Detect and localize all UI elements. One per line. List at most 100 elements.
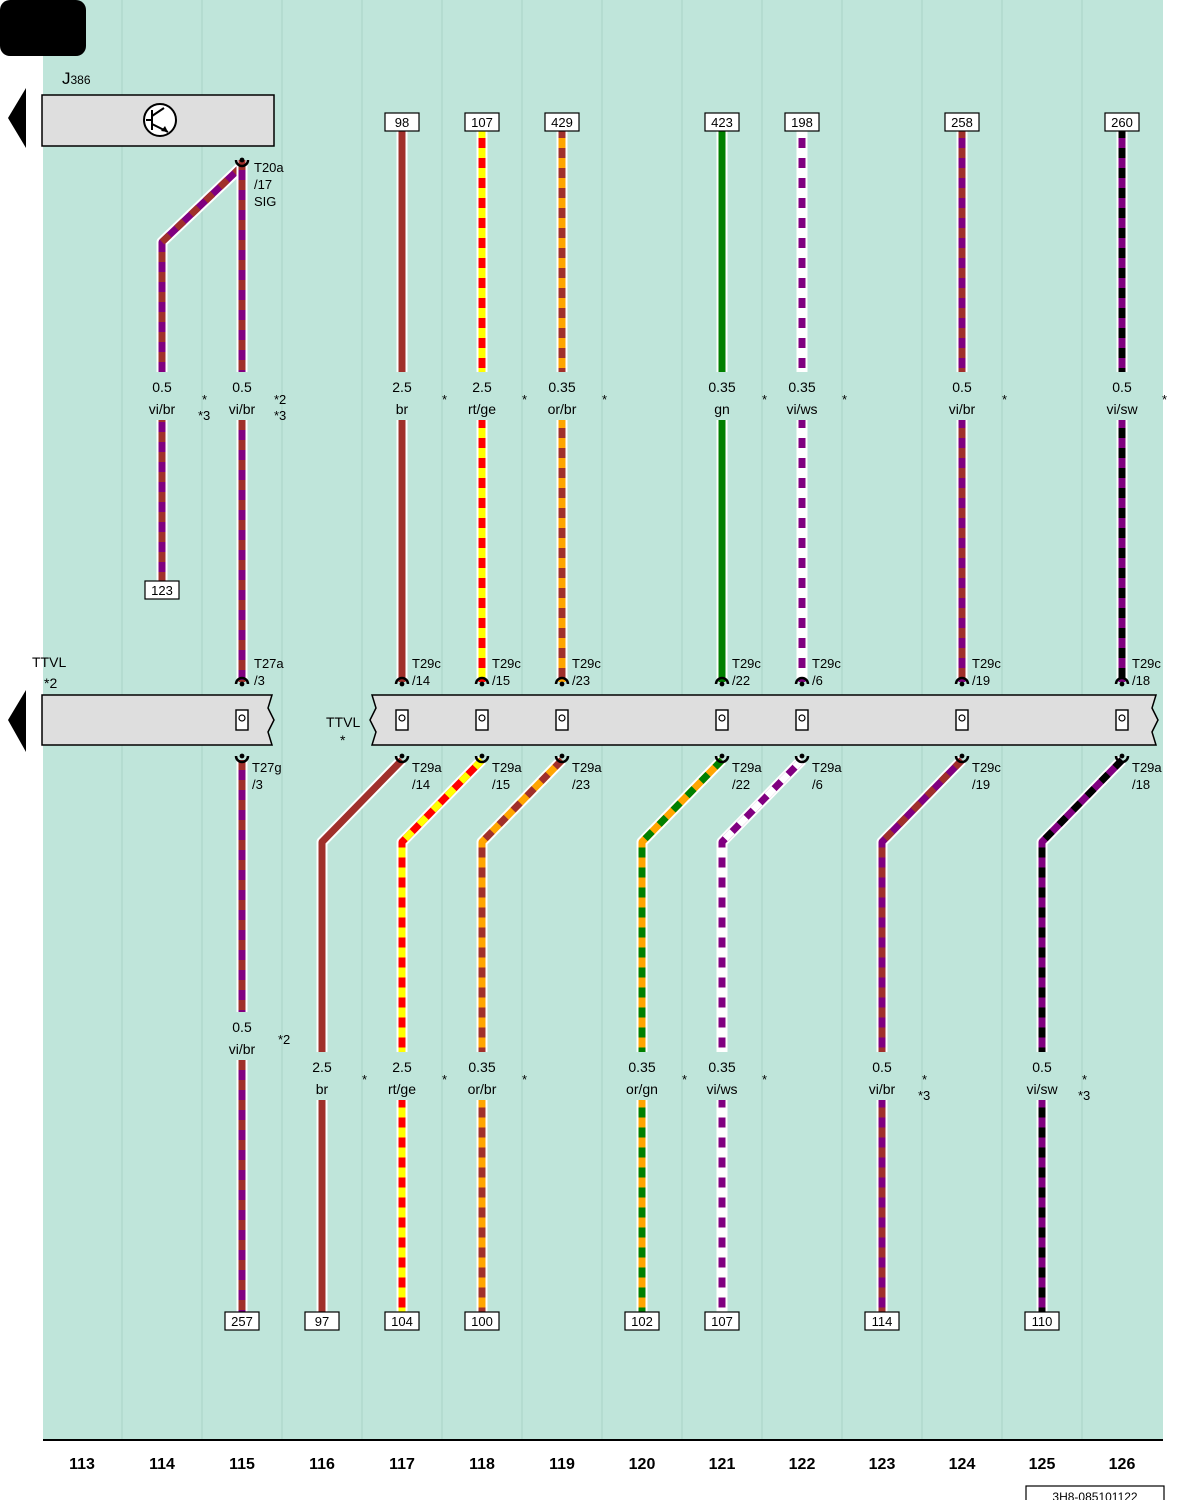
wire-lower-125[interactable] [1036, 756, 1126, 1312]
column-number: 120 [629, 1456, 656, 1473]
label-gap [458, 1052, 506, 1100]
wire-lower-123[interactable] [876, 756, 966, 1312]
wire-color-code: or/br [468, 1081, 497, 1097]
wire-note: * [1082, 1072, 1087, 1087]
wire-note: * [1002, 392, 1007, 407]
wire-color-code: vi/sw [1026, 1081, 1058, 1097]
reference-box[interactable] [704, 112, 740, 132]
page-ref-arrow-bottom[interactable] [8, 690, 26, 752]
wire-color-code: or/br [548, 401, 577, 417]
pin-label: T27a [254, 656, 284, 671]
terminal-icon [235, 709, 249, 731]
pin-label: /15 [492, 673, 510, 688]
terminal-socket [1118, 714, 1126, 722]
pin-contact-icon [954, 755, 970, 764]
reference-box[interactable] [464, 1311, 500, 1331]
wire-size: 0.5 [232, 379, 252, 395]
pin-label: /6 [812, 777, 823, 792]
pin-contact-icon [234, 159, 250, 168]
wire-upper-114[interactable] [156, 162, 246, 582]
pin-label: /22 [732, 673, 750, 688]
wire-size: 2.5 [312, 1059, 332, 1075]
wire-lower-117[interactable] [396, 756, 486, 1312]
reference-box[interactable] [384, 1311, 420, 1331]
wire-note: * [362, 1072, 367, 1087]
reference-box[interactable] [624, 1311, 660, 1331]
wire-note: *3 [274, 408, 286, 423]
pin-dot [719, 681, 725, 687]
pin-dot [239, 157, 245, 163]
reference-box[interactable] [1024, 1311, 1060, 1331]
document-id-box [1025, 1485, 1165, 1500]
terminal-icon [555, 709, 569, 731]
pin-label: /17 [254, 177, 272, 192]
wire-color-code: br [316, 1081, 329, 1097]
label-gap [458, 372, 506, 420]
pin-dot [959, 681, 965, 687]
label-gap [858, 1052, 906, 1100]
pin-dot [1119, 753, 1125, 759]
pin-contact-icon [794, 755, 810, 764]
reference-box[interactable] [544, 112, 580, 132]
reference-number: 257 [231, 1314, 253, 1329]
wire-lower-116[interactable] [316, 756, 406, 1312]
document-id: 3H8-085101122 [1052, 1490, 1138, 1500]
label-gap [298, 1052, 346, 1100]
wire-size: 0.35 [708, 379, 735, 395]
pin-dot [719, 753, 725, 759]
wire-size: 0.5 [952, 379, 972, 395]
pin-label: T29c [572, 656, 601, 671]
wire-size: 0.5 [232, 1019, 252, 1035]
wire-lower-120[interactable] [636, 756, 726, 1312]
connector-right-housing[interactable] [369, 694, 1159, 746]
wire-note: * [202, 392, 207, 407]
wire-stripe [718, 757, 805, 1312]
pin-label: T29c [732, 656, 761, 671]
pin-label: T29c [1132, 656, 1161, 671]
reference-box[interactable] [464, 112, 500, 132]
pin-contact-icon [234, 676, 250, 685]
wire-note: * [762, 392, 767, 407]
column-number: 114 [149, 1456, 175, 1473]
reference-box[interactable] [304, 1311, 340, 1331]
label-gap [218, 372, 266, 420]
wire-color-code: vi/ws [706, 1081, 737, 1097]
wire-note: * [442, 1072, 447, 1087]
wire-note: * [522, 1072, 527, 1087]
reference-box[interactable] [224, 1311, 260, 1331]
wire-size: 2.5 [392, 1059, 412, 1075]
wire-color-code: vi/ws [786, 401, 817, 417]
pin-label: T29c [972, 656, 1001, 671]
reference-box[interactable] [784, 112, 820, 132]
wire-color-code: rt/ge [388, 1081, 416, 1097]
pin-dot [559, 753, 565, 759]
pin-contact-icon [1114, 755, 1130, 764]
reference-box[interactable] [864, 1311, 900, 1331]
reference-box[interactable] [144, 580, 180, 600]
wire-note: * [602, 392, 607, 407]
column-number: 123 [869, 1456, 896, 1473]
wire-stripe [1038, 757, 1125, 1312]
wire-color-code: vi/sw [1106, 401, 1138, 417]
connector-left-housing[interactable] [41, 694, 275, 746]
pin-label: /23 [572, 673, 590, 688]
pin-label: T29c [812, 656, 841, 671]
pin-label: T29c [492, 656, 521, 671]
pin-label: /18 [1132, 673, 1150, 688]
reference-box[interactable] [1104, 112, 1140, 132]
pin-label: /15 [492, 777, 510, 792]
reference-number: 423 [711, 115, 733, 130]
column-number: 119 [549, 1456, 575, 1473]
wire-lower-118[interactable] [476, 756, 566, 1312]
reference-box[interactable] [704, 1311, 740, 1331]
label-gap [138, 372, 186, 420]
reference-number: 114 [872, 1314, 893, 1329]
pin-dot [479, 681, 485, 687]
wire-lower-121[interactable] [716, 756, 806, 1312]
reference-box[interactable] [944, 112, 980, 132]
wire-size: 2.5 [392, 379, 412, 395]
pin-label: T29a [732, 760, 762, 775]
label-gap [698, 1052, 746, 1100]
reference-box[interactable] [384, 112, 420, 132]
page-ref-arrow-top[interactable] [8, 88, 26, 148]
